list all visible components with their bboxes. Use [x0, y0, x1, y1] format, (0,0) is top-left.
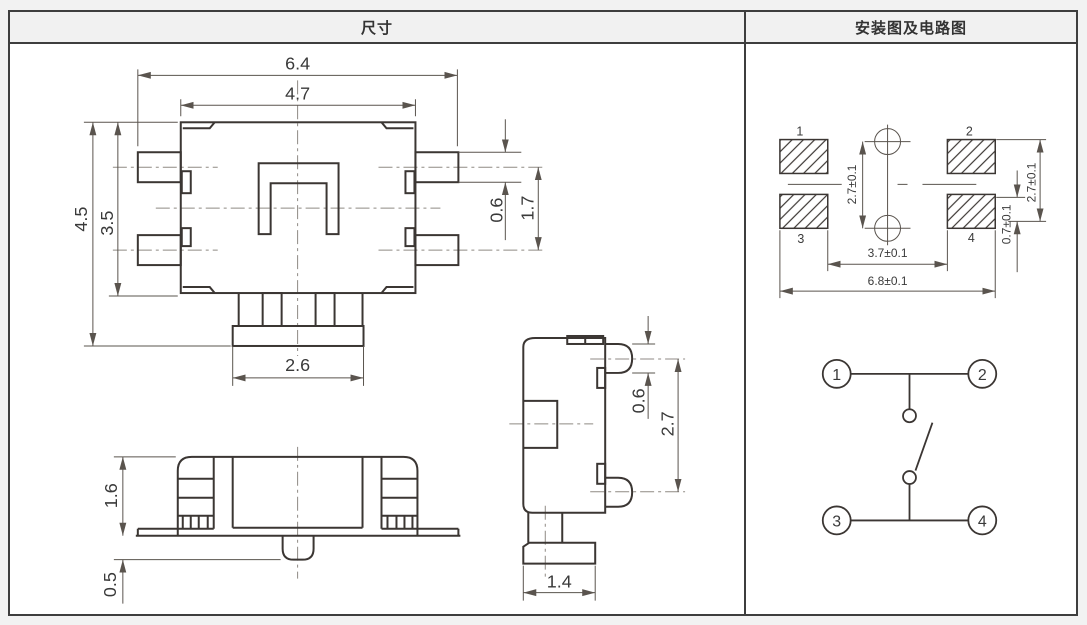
dim-overall-length: 4.5 [71, 207, 91, 232]
dim-body-width: 4.7 [285, 83, 310, 103]
dimension-drawing: 6.4 4.7 4.5 3.5 [71, 53, 686, 604]
bottom-boss [281, 535, 315, 561]
dim-body-length: 3.5 [97, 211, 117, 236]
pad-3-label: 3 [797, 232, 804, 246]
dim-body-height: 1.6 [101, 483, 121, 508]
stem-plunger [231, 292, 365, 347]
pad-3 [779, 193, 829, 230]
side-stem-flange [522, 541, 597, 565]
dim-stem-width: 2.6 [285, 355, 310, 375]
dim-side-stem-width: 1.4 [547, 572, 572, 592]
side-actuator [523, 399, 559, 449]
dim-terminal-pitch: 1.7 [518, 196, 538, 221]
pad-4-label: 4 [968, 231, 975, 245]
terminal-node-3 [821, 505, 852, 536]
install-cell: 1 2 3 4 2.7±0.1 [746, 44, 1076, 614]
side-view-dimensions: 0.6 2.7 1.4 [522, 316, 682, 601]
land-pattern: 1 2 3 4 2.7±0.1 [779, 124, 1047, 299]
dim-pad-outer-span: 6.8±0.1 [868, 274, 908, 288]
side-view-outline [522, 334, 634, 565]
terminal-top-right [414, 151, 460, 184]
side-terminal-top [605, 342, 634, 374]
drawing-sheet: 尺寸 安装图及电路图 [8, 10, 1078, 616]
dim-side-terminal-pitch: 2.7 [657, 411, 677, 436]
top-view: 6.4 4.7 4.5 3.5 [71, 53, 547, 386]
dim-overall-width: 6.4 [285, 53, 310, 73]
terminal-2-label: 2 [978, 367, 987, 384]
dim-boss-height: 0.5 [100, 572, 120, 597]
dim-hole-pitch: 2.7±0.1 [845, 164, 859, 204]
pad-2 [946, 138, 996, 175]
pad-2-label: 2 [966, 125, 973, 139]
terminal-1-label: 1 [832, 367, 841, 384]
install-header-cell: 安装图及电路图 [746, 12, 1076, 42]
terminal-4-label: 4 [978, 513, 987, 530]
tooling-holes [864, 124, 911, 246]
table-header-row: 尺寸 安装图及电路图 [10, 12, 1076, 44]
terminals [136, 151, 460, 267]
install-title: 安装图及电路图 [854, 19, 967, 37]
pad-1-label: 1 [796, 125, 803, 139]
actuator-spring-feature [257, 162, 340, 236]
terminal-node-4 [967, 505, 998, 536]
dim-pad-offset: 0.7±0.1 [999, 204, 1013, 244]
install-drawing: 1 2 3 4 2.7±0.1 [779, 124, 1047, 536]
terminal-bottom-left [136, 234, 182, 267]
contact-lower [902, 470, 917, 485]
pad-1 [779, 138, 829, 175]
dim-pad-vertical-span: 2.7±0.1 [1024, 162, 1038, 202]
terminal-top-left [136, 151, 182, 184]
contact-upper [902, 408, 917, 424]
front-view: 1.6 0.5 [100, 446, 461, 604]
switch-contact-arm [914, 422, 934, 471]
top-view-dimensions: 6.4 4.7 4.5 3.5 [71, 53, 542, 386]
terminal-node-2 [967, 359, 998, 389]
dim-pad-inner-span: 3.7±0.1 [868, 246, 908, 260]
dim-side-terminal-width: 0.6 [628, 388, 648, 413]
front-view-outline [135, 455, 461, 561]
top-view-centerlines [112, 80, 547, 356]
land-pattern-dimensions: 2.7±0.1 2.7±0.1 0.7±0.1 3.7±0.1 [779, 139, 1047, 299]
side-view: 0.6 2.7 1.4 [509, 316, 686, 601]
terminal-node-1 [821, 359, 852, 389]
dimensions-title: 尺寸 [360, 19, 393, 37]
front-view-dimensions: 1.6 0.5 [100, 456, 281, 604]
dimensions-header-cell: 尺寸 [10, 12, 746, 42]
circuit-diagram: 1 2 3 4 [821, 359, 998, 536]
switch-body-outline [179, 121, 417, 295]
terminal-bottom-right [414, 234, 460, 267]
terminal-3-label: 3 [832, 513, 841, 530]
side-terminal-bottom [605, 476, 634, 508]
dim-terminal-width: 0.6 [487, 198, 507, 223]
table-body-row: 6.4 4.7 4.5 3.5 [10, 44, 1076, 614]
pad-4 [946, 193, 996, 230]
dimensions-cell: 6.4 4.7 4.5 3.5 [10, 44, 746, 614]
